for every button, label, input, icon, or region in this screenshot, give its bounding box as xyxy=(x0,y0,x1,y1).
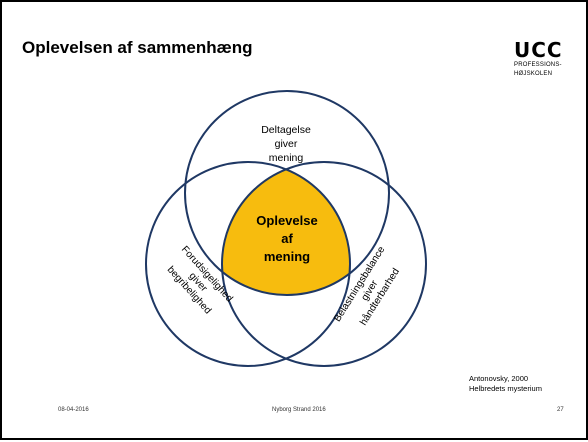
footer-event: Nyborg Strand 2016 xyxy=(272,407,326,413)
citation-line-2: Helbredets mysterium xyxy=(469,384,542,393)
venn-center-label-3: mening xyxy=(264,249,310,264)
venn-circle-left xyxy=(145,161,351,367)
citation: Antonovsky, 2000 Helbredets mysterium xyxy=(469,374,542,394)
logo-line-2: HØJSKOLEN xyxy=(514,71,553,77)
footer-date: 08-04-2016 xyxy=(58,407,89,413)
slide-title: Oplevelsen af sammenhæng xyxy=(22,38,253,57)
venn-center-region xyxy=(222,162,350,295)
logo-name: UCC xyxy=(514,38,563,62)
venn-top-label-2: giver xyxy=(275,138,298,150)
venn-center-label-1: Oplevelse xyxy=(256,213,317,228)
venn-top-label-3: mening xyxy=(269,152,304,164)
venn-circle-top xyxy=(184,90,390,296)
venn-circle-right xyxy=(221,161,427,367)
logo-line-1: PROFESSIONS- xyxy=(514,62,562,68)
venn-top-label-1: Deltagelse xyxy=(261,124,311,136)
footer-page-number: 27 xyxy=(557,407,564,413)
ucc-logo: UCC PROFESSIONS- HØJSKOLEN xyxy=(514,40,574,78)
venn-center-label-2: af xyxy=(281,231,293,246)
venn-center-fill xyxy=(222,162,350,295)
citation-line-1: Antonovsky, 2000 xyxy=(469,374,529,383)
